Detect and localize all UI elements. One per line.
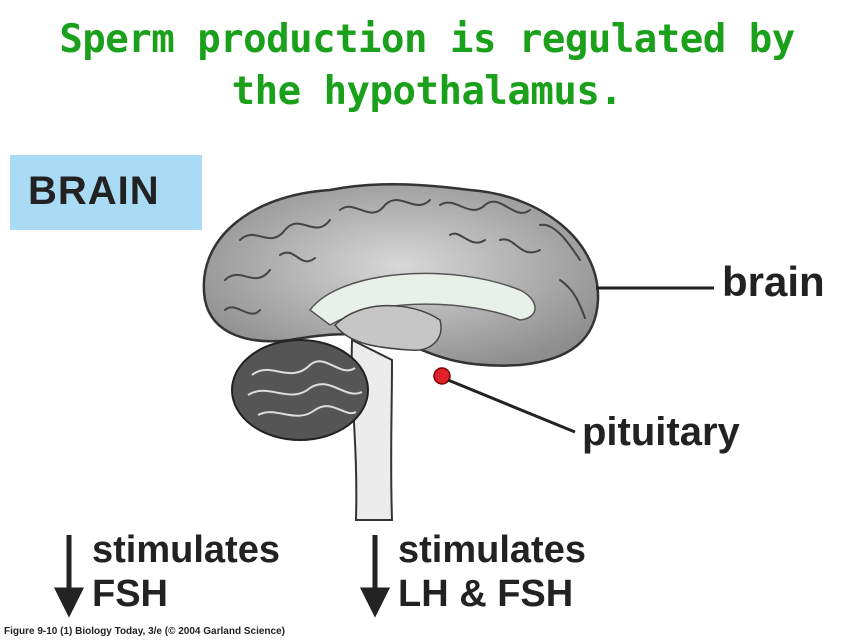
label-brain: brain bbox=[722, 258, 825, 305]
cerebellum-folds bbox=[247, 360, 363, 417]
title-line-1: Sperm production is regulated by bbox=[59, 17, 795, 62]
arrow-down-icon-2 bbox=[359, 535, 391, 618]
title-line-2: the hypothalamus. bbox=[231, 69, 623, 114]
cerebellum bbox=[231, 339, 369, 441]
pituitary-leader-line bbox=[447, 378, 576, 434]
flow-2-line-2: LH & FSH bbox=[398, 573, 574, 615]
figure-credit: Figure 9-10 (1) Biology Today, 3/e (© 20… bbox=[4, 626, 285, 637]
thalamus bbox=[334, 304, 442, 351]
flow-1-line-2: FSH bbox=[92, 573, 168, 615]
slide-title: Sperm production is regulated by the hyp… bbox=[0, 14, 854, 118]
cortex-folds bbox=[224, 199, 586, 319]
flow-1-line-1: stimulates bbox=[92, 529, 280, 571]
pituitary-gland bbox=[433, 367, 451, 385]
flow-2-line-1: stimulates bbox=[398, 529, 586, 571]
brain-box: BRAIN bbox=[10, 155, 202, 230]
flow-stimulates-fsh: stimulates FSH bbox=[92, 528, 280, 616]
brain-box-label: BRAIN bbox=[28, 169, 160, 213]
flow-stimulates-lh-fsh: stimulates LH & FSH bbox=[398, 528, 586, 616]
arrow-down-icon-1 bbox=[53, 535, 85, 618]
label-pituitary: pituitary bbox=[582, 410, 740, 454]
